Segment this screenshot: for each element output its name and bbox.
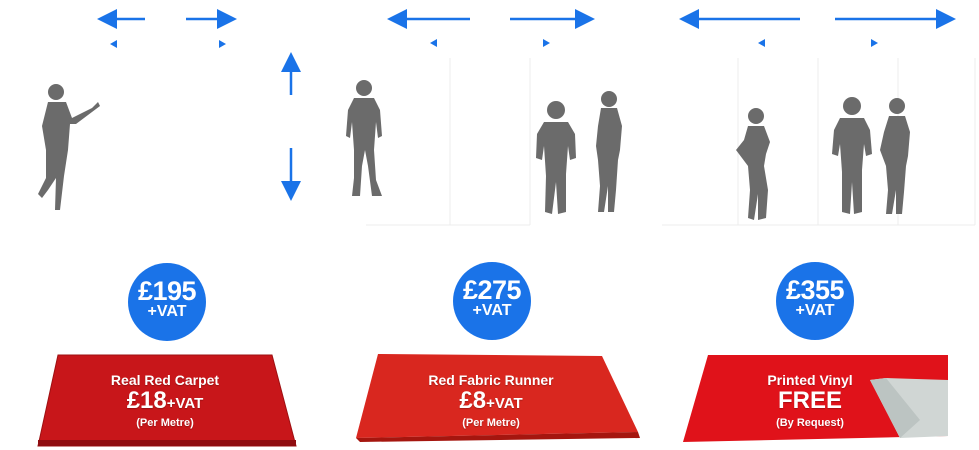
material-name: Red Fabric Runner bbox=[428, 372, 554, 388]
package-vat: +VAT bbox=[147, 303, 187, 320]
rate-value: £8 bbox=[459, 387, 487, 414]
package-price: £275 bbox=[462, 275, 522, 305]
mat-label-2: Red Fabric Runner £8+VAT (Per Metre) bbox=[386, 372, 596, 430]
red-carpet-mat bbox=[37, 354, 297, 447]
package-price: £195 bbox=[137, 276, 197, 306]
material-rate: FREE bbox=[710, 388, 910, 417]
material-name: Real Red Carpet bbox=[110, 372, 220, 388]
backdrop-panels-3 bbox=[662, 58, 976, 226]
package-vat: +VAT bbox=[472, 302, 512, 319]
person-silhouette-icon bbox=[38, 84, 100, 210]
person-silhouette-icon bbox=[536, 101, 576, 214]
price-badge-1: £195 +VAT bbox=[128, 263, 206, 341]
rate-value: FREE bbox=[777, 387, 842, 414]
rate-vat: +VAT bbox=[166, 395, 204, 412]
person-silhouette-icon bbox=[736, 108, 770, 220]
rate-vat: +VAT bbox=[486, 395, 523, 412]
width-arrow-icon bbox=[758, 39, 878, 47]
material-name: Printed Vinyl bbox=[767, 372, 853, 388]
rate-note: (By Request) bbox=[776, 417, 844, 429]
rate-note: (Per Metre) bbox=[136, 417, 194, 429]
fabric-runner-mat bbox=[356, 354, 640, 442]
rate-note: (Per Metre) bbox=[462, 417, 520, 429]
material-rate: £8+VAT bbox=[386, 388, 596, 417]
rate-value: £18 bbox=[126, 387, 167, 414]
price-badge-3: £355 +VAT bbox=[776, 262, 854, 340]
mat-label-3: Printed Vinyl FREE (By Request) bbox=[710, 372, 910, 430]
person-silhouette-icon bbox=[880, 98, 910, 214]
price-badge-2: £275 +VAT bbox=[453, 262, 531, 340]
person-silhouette-icon bbox=[832, 97, 872, 214]
package-price: £355 bbox=[785, 275, 845, 305]
person-silhouette-icon bbox=[346, 80, 382, 196]
mat-label-1: Real Red Carpet £18+VAT (Per Metre) bbox=[60, 372, 270, 430]
backdrop-panels-2 bbox=[366, 58, 531, 226]
printed-vinyl-mat bbox=[683, 355, 948, 442]
package-vat: +VAT bbox=[795, 302, 835, 319]
width-arrow-icon bbox=[110, 40, 226, 48]
person-silhouette-icon bbox=[596, 91, 622, 212]
width-arrow-icon bbox=[430, 39, 550, 47]
material-rate: £18+VAT bbox=[60, 388, 270, 417]
